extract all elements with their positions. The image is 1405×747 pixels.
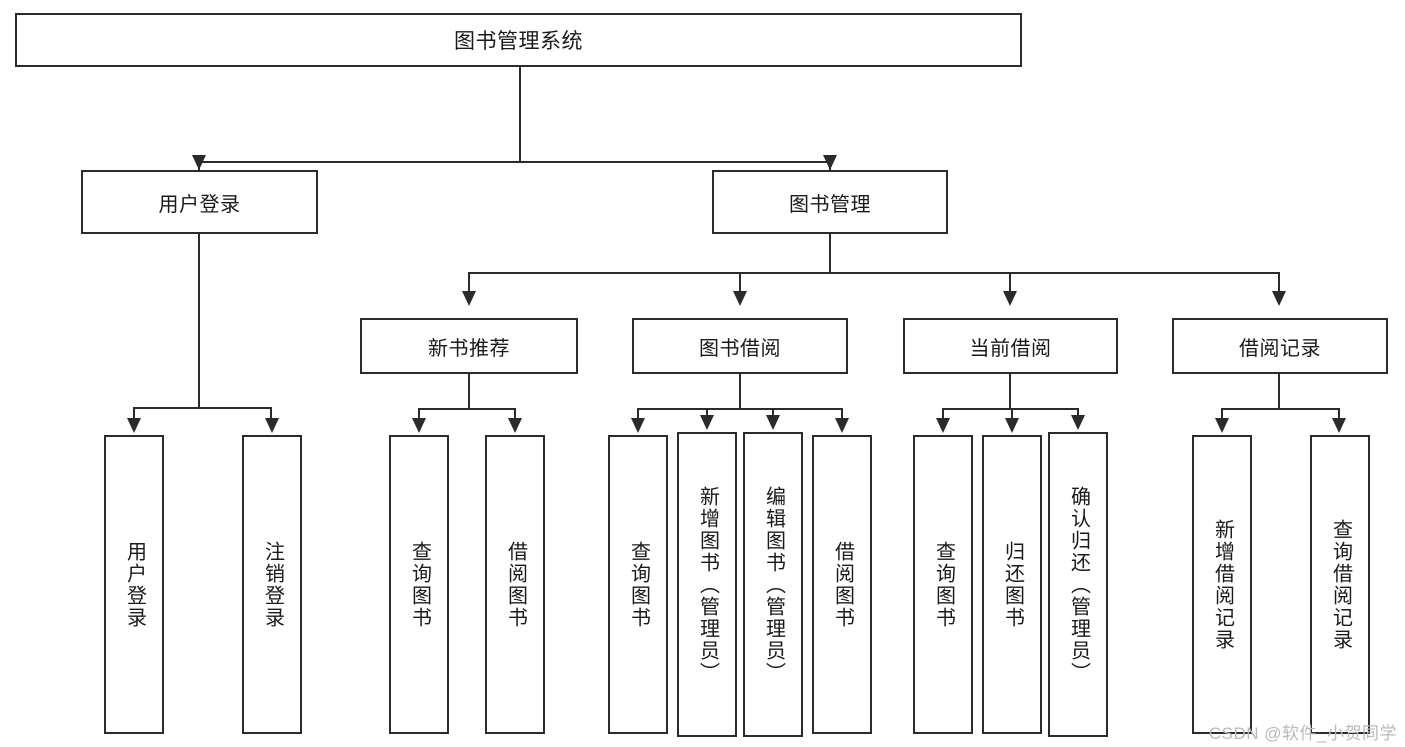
node-root[interactable]: 图书管理系统 <box>15 13 1022 67</box>
node-leaf-logout-login-label: 注销登录 <box>261 540 284 629</box>
connector-userlogin-bus <box>133 407 272 409</box>
connector-currentborrow-drop-3 <box>1077 408 1079 419</box>
connector-bookborrow-drop-1 <box>637 408 639 419</box>
arrowhead-leaf-return-book <box>1005 418 1019 433</box>
node-book-management[interactable]: 图书管理 <box>712 170 948 234</box>
connector-currentborrow-drop-1 <box>942 408 944 419</box>
connector-bookborrow-bus <box>637 408 842 410</box>
node-book-management-label: 图书管理 <box>789 193 871 216</box>
node-leaf-confirm-return-admin[interactable]: 确认归还（管理员） <box>1048 432 1108 737</box>
arrowhead-leaf-logout-login <box>265 418 279 433</box>
connector-newbook-drop-1 <box>418 408 420 419</box>
node-leaf-return-book[interactable]: 归还图书 <box>982 435 1042 734</box>
node-user-login[interactable]: 用户登录 <box>81 170 318 234</box>
connector-bookborrow-drop-4 <box>841 408 843 419</box>
node-user-login-label: 用户登录 <box>158 193 241 216</box>
arrowhead-leaf-add-borrow-record <box>1215 418 1229 433</box>
connector-bookmgmt-bus <box>468 272 1280 274</box>
node-leaf-borrow-book-2-label: 借阅图书 <box>831 540 854 629</box>
node-new-book-recommend-label: 新书推荐 <box>428 337 510 360</box>
connector-bookmgmt-drop-1 <box>468 272 470 292</box>
connector-newbook-drop-2 <box>514 408 516 419</box>
node-leaf-query-book-2[interactable]: 查询图书 <box>608 435 668 734</box>
arrowhead-leaf-query-borrow-record <box>1332 418 1346 433</box>
node-root-label: 图书管理系统 <box>454 30 583 53</box>
connector-borrowrecord-drop-2 <box>1338 408 1340 419</box>
node-leaf-query-book-1-label: 查询图书 <box>408 540 431 629</box>
connector-root-stem <box>519 67 521 163</box>
node-leaf-add-borrow-record[interactable]: 新增借阅记录 <box>1192 435 1252 734</box>
connector-borrowrecord-bus <box>1221 408 1340 410</box>
node-leaf-query-borrow-record[interactable]: 查询借阅记录 <box>1310 435 1370 734</box>
arrowhead-book-management <box>823 155 837 170</box>
connector-currentborrow-stem <box>1009 374 1011 410</box>
connector-newbook-bus <box>418 408 516 410</box>
node-leaf-query-book-3-label: 查询图书 <box>932 540 955 629</box>
node-leaf-add-book-admin[interactable]: 新增图书（管理员） <box>677 432 737 737</box>
connector-bookborrow-drop-3 <box>772 408 774 419</box>
connector-borrowrecord-stem <box>1278 374 1280 410</box>
connector-bookmgmt-drop-4 <box>1278 272 1280 292</box>
arrowhead-borrow-record <box>1272 291 1286 306</box>
arrowhead-leaf-user-login <box>127 418 141 433</box>
arrowhead-book-borrow <box>733 291 747 306</box>
arrowhead-current-borrow <box>1003 291 1017 306</box>
node-leaf-logout-login[interactable]: 注销登录 <box>242 435 302 734</box>
arrowhead-leaf-query-book-2 <box>631 418 645 433</box>
arrowhead-leaf-borrow-book-2 <box>835 418 849 433</box>
arrowhead-leaf-add-book-admin <box>700 415 714 430</box>
node-leaf-add-book-admin-label: 新增图书（管理员） <box>696 485 719 684</box>
node-leaf-borrow-book-1[interactable]: 借阅图书 <box>485 435 545 734</box>
connector-currentborrow-bus <box>942 408 1078 410</box>
node-leaf-query-book-1[interactable]: 查询图书 <box>389 435 449 734</box>
node-leaf-borrow-book-1-label: 借阅图书 <box>504 540 527 629</box>
arrowhead-user-login <box>192 155 206 170</box>
arrowhead-leaf-confirm-return-admin <box>1071 415 1085 430</box>
arrowhead-leaf-borrow-book-1 <box>508 418 522 433</box>
connector-bookborrow-stem <box>739 374 741 410</box>
node-leaf-query-borrow-record-label: 查询借阅记录 <box>1329 518 1352 651</box>
node-leaf-confirm-return-admin-label: 确认归还（管理员） <box>1067 485 1090 684</box>
node-book-borrow[interactable]: 图书借阅 <box>632 318 848 374</box>
arrowhead-leaf-query-book-1 <box>412 418 426 433</box>
connector-bookmgmt-drop-2 <box>739 272 741 292</box>
connector-bookmgmt-stem <box>829 234 831 274</box>
node-leaf-add-borrow-record-label: 新增借阅记录 <box>1211 518 1234 651</box>
node-leaf-edit-book-admin-label: 编辑图书（管理员） <box>762 485 785 684</box>
connector-currentborrow-drop-2 <box>1011 408 1013 419</box>
node-leaf-borrow-book-2[interactable]: 借阅图书 <box>812 435 872 734</box>
connector-root-bus <box>198 161 831 163</box>
node-leaf-query-book-2-label: 查询图书 <box>627 540 650 629</box>
connector-userlogin-drop-1 <box>133 407 135 419</box>
connector-borrowrecord-drop-1 <box>1221 408 1223 419</box>
node-leaf-user-login[interactable]: 用户登录 <box>104 435 164 734</box>
node-current-borrow[interactable]: 当前借阅 <box>903 318 1118 374</box>
node-leaf-user-login-label: 用户登录 <box>123 540 146 629</box>
node-new-book-recommend[interactable]: 新书推荐 <box>360 318 578 374</box>
arrowhead-leaf-edit-book-admin <box>766 415 780 430</box>
connector-newbook-stem <box>468 374 470 410</box>
connector-bookborrow-drop-2 <box>706 408 708 419</box>
node-book-borrow-label: 图书借阅 <box>699 337 781 360</box>
arrowhead-new-book-recommend <box>462 291 476 306</box>
node-leaf-query-book-3[interactable]: 查询图书 <box>913 435 973 734</box>
node-borrow-record[interactable]: 借阅记录 <box>1172 318 1388 374</box>
connector-userlogin-drop-2 <box>270 407 272 419</box>
arrowhead-leaf-query-book-3 <box>936 418 950 433</box>
connector-userlogin-stem <box>198 234 200 409</box>
csdn-watermark: CSDN @软件_小贺同学 <box>1208 724 1397 743</box>
connector-bookmgmt-drop-3 <box>1009 272 1011 292</box>
node-borrow-record-label: 借阅记录 <box>1239 337 1321 360</box>
node-current-borrow-label: 当前借阅 <box>969 337 1052 360</box>
node-leaf-edit-book-admin[interactable]: 编辑图书（管理员） <box>743 432 803 737</box>
node-leaf-return-book-label: 归还图书 <box>1001 540 1024 629</box>
